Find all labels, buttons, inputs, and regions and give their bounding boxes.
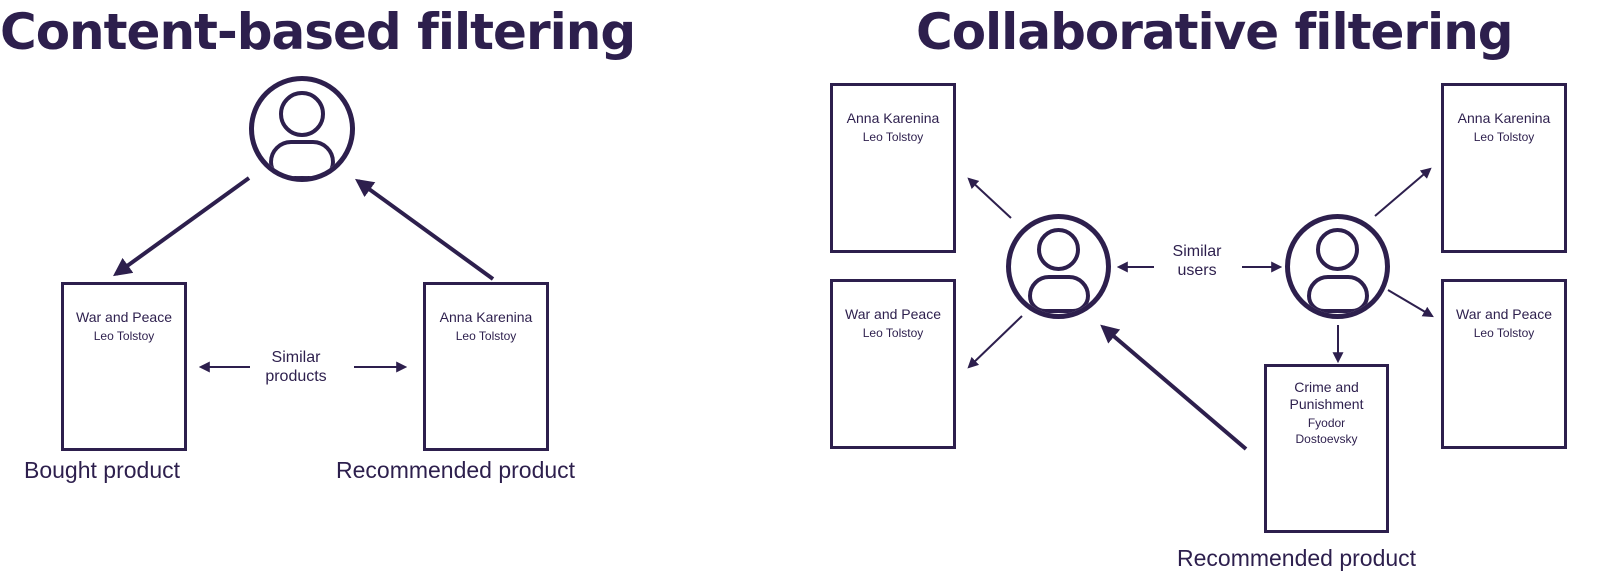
book-title: Anna Karenina <box>439 309 533 325</box>
arrow-user-a-to-book-2 <box>967 315 1023 369</box>
book-title: War and Peace <box>1456 306 1552 322</box>
caption-recommended-product-collab: Recommended product <box>1177 545 1417 571</box>
arrow-recommended-to-user-a <box>1100 324 1248 451</box>
caption-recommended-product: Recommended product <box>336 457 576 483</box>
user-a-book-2: War and Peace Leo Tolstoy <box>830 279 956 449</box>
arrow-recommended-to-user <box>355 178 495 281</box>
similar-products-label: Similar products <box>265 349 327 385</box>
book-author: Fyodor Dostoevsky <box>1295 416 1358 446</box>
book-author: Leo Tolstoy <box>862 130 924 144</box>
collaborative-title: Collaborative filtering <box>916 3 1514 61</box>
book-author: Leo Tolstoy <box>862 326 924 340</box>
user-a-book-1: Anna Karenina Leo Tolstoy <box>830 83 956 253</box>
book-title: Anna Karenina <box>846 110 940 126</box>
user-b-book-2: War and Peace Leo Tolstoy <box>1441 279 1567 449</box>
book-author: Leo Tolstoy <box>1473 130 1535 144</box>
caption-bought-product: Bought product <box>24 457 181 483</box>
arrow-user-b-to-book-2 <box>1387 289 1434 318</box>
content-based-title: Content-based filtering <box>0 3 636 61</box>
book-author: Leo Tolstoy <box>455 329 517 343</box>
book-bought: War and Peace Leo Tolstoy <box>61 282 187 451</box>
user-b-book-1: Anna Karenina Leo Tolstoy <box>1441 83 1567 253</box>
user-icon <box>1285 214 1390 319</box>
book-title: War and Peace <box>76 309 172 325</box>
book-title: Anna Karenina <box>1457 110 1551 126</box>
book-title: War and Peace <box>845 306 941 322</box>
book-recommended-collab: Crime and Punishment Fyodor Dostoevsky <box>1264 364 1389 533</box>
arrow-user-b-to-book-1 <box>1374 167 1432 217</box>
book-author: Leo Tolstoy <box>1473 326 1535 340</box>
user-icon <box>249 76 355 182</box>
book-recommended: Anna Karenina Leo Tolstoy <box>423 282 549 451</box>
similar-users-label: Similar users <box>1172 243 1222 279</box>
user-icon <box>1006 214 1111 319</box>
book-title: Crime and Punishment <box>1289 379 1364 412</box>
arrow-user-a-to-book-1 <box>967 177 1012 219</box>
arrow-user-to-bought <box>113 176 251 277</box>
book-author: Leo Tolstoy <box>93 329 155 343</box>
